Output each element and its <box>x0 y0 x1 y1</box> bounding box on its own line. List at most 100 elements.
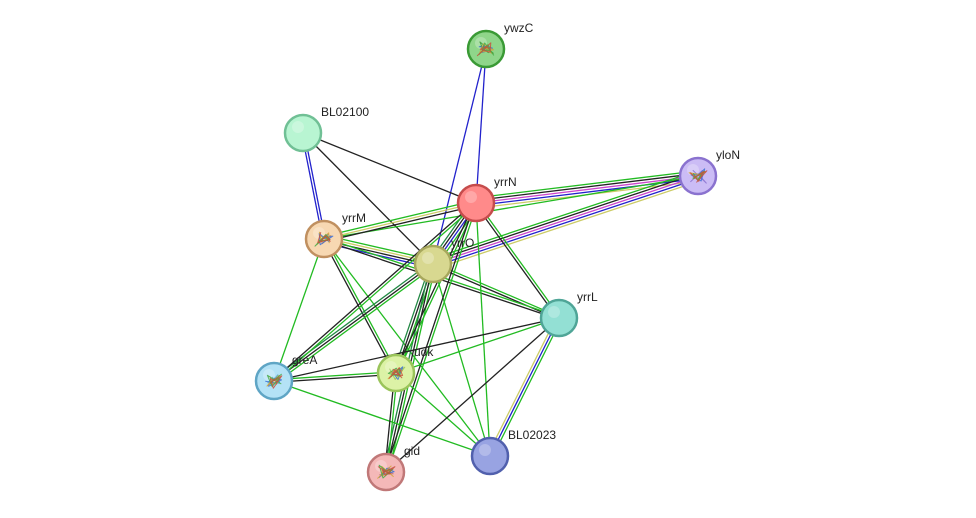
edge-line-coexpression <box>322 239 396 374</box>
nodes-layer: ywzC BL02100 yrrN yloN yrrM yrrO yrrL greA udk gi… <box>254 21 740 492</box>
node-label: gid <box>404 444 420 458</box>
edge-udk-BL02023[interactable] <box>395 372 491 457</box>
protein-structure-icon <box>377 464 396 479</box>
node-label: ywzC <box>504 21 534 35</box>
node-label: BL02100 <box>321 105 369 119</box>
edge-greA-BL02023[interactable] <box>273 380 491 457</box>
edge-yrrO-greA[interactable] <box>272 261 435 384</box>
edge-line-neighborhood <box>323 199 476 238</box>
node-label: udk <box>414 345 434 359</box>
edge-yrrL-BL02023[interactable] <box>487 316 562 458</box>
node-circle <box>283 113 323 153</box>
node-yrrN[interactable]: yrrN <box>456 175 517 223</box>
edge-yrrM-greA[interactable] <box>273 238 325 382</box>
edge-line-neighborhood <box>395 317 560 374</box>
edge-udk-yrrL[interactable] <box>395 317 560 374</box>
edge-line-coexpression <box>384 202 476 472</box>
edge-line-neighborhood <box>273 380 491 457</box>
edge-yrrN-greA[interactable] <box>272 201 478 383</box>
edge-line-coexpression <box>385 317 560 473</box>
edge-line-coexpression <box>272 201 476 381</box>
node-label: yrrL <box>577 290 598 304</box>
edge-line-coexpression <box>274 373 397 383</box>
edge-yrrN-yrrL[interactable] <box>474 201 561 320</box>
edge-line-neighborhood <box>273 371 396 381</box>
edge-line-coexpression <box>474 203 559 320</box>
protein-structure-icon <box>688 168 708 184</box>
node-highlight <box>465 191 477 203</box>
edge-line-neighborhood <box>491 318 562 458</box>
edge-line-coexpression <box>273 317 560 382</box>
edge-ywzC-yrrO[interactable] <box>432 48 487 265</box>
node-label: yrrN <box>494 175 517 189</box>
edge-BL02100-yrrO[interactable] <box>302 132 434 265</box>
edge-BL02100-yrrN[interactable] <box>302 132 477 204</box>
edge-line-databases <box>489 317 560 457</box>
node-BL02100[interactable]: BL02100 <box>283 105 369 153</box>
node-circle <box>304 219 344 259</box>
node-highlight <box>479 444 491 456</box>
edge-line-coexpression <box>394 202 476 373</box>
node-label: yloN <box>716 148 740 162</box>
node-BL02023[interactable]: BL02023 <box>470 428 556 476</box>
edge-gid-yrrL[interactable] <box>385 317 560 473</box>
edge-line-cooccurrence <box>272 261 432 380</box>
edge-line-neighborhood <box>431 170 697 260</box>
edge-line-neighborhood <box>275 265 435 384</box>
edge-line-coexpression <box>302 132 434 265</box>
edge-line-coexpression <box>431 172 698 263</box>
edge-line-neighborhood <box>475 170 698 199</box>
edge-line-databases <box>433 177 700 268</box>
node-yrrM[interactable]: yrrM <box>304 211 366 259</box>
edge-yrrO-BL02023[interactable] <box>432 263 491 457</box>
edge-line-neighborhood <box>274 203 478 383</box>
edge-yrrM-yrrN[interactable] <box>323 199 477 243</box>
node-label: greA <box>292 353 317 367</box>
protein-structure-icon <box>476 41 495 57</box>
node-highlight <box>292 121 304 133</box>
edge-line-neighborhood <box>323 175 699 240</box>
node-circle <box>456 183 496 223</box>
node-gid[interactable]: gid <box>366 444 420 492</box>
node-yrrO[interactable]: yrrO <box>413 236 474 284</box>
node-circle <box>539 298 579 338</box>
node-label: yrrM <box>342 211 366 225</box>
edge-line-neighborhood <box>476 201 561 318</box>
edge-yrrN-udk[interactable] <box>394 202 478 374</box>
node-yrrL[interactable]: yrrL <box>539 290 598 338</box>
edge-greA-udk[interactable] <box>273 371 397 383</box>
edge-line-experiments <box>432 175 699 265</box>
edge-line-neighborhood <box>432 263 491 457</box>
node-ywzC[interactable]: ywzC <box>466 21 534 69</box>
edge-line-databases <box>475 48 487 204</box>
edge-line-coexpression <box>302 132 477 204</box>
edge-line-databases <box>432 48 487 265</box>
edge-yrrM-yloN[interactable] <box>323 175 699 240</box>
node-highlight <box>422 252 434 264</box>
edge-line-neighborhood <box>396 203 478 374</box>
edge-line-coexpression <box>324 204 477 243</box>
edge-line-coexpression <box>273 263 434 382</box>
node-udk[interactable]: udk <box>376 345 434 393</box>
edge-line-textmining <box>487 316 558 456</box>
edge-ywzC-yrrN[interactable] <box>475 48 487 204</box>
edge-greA-yrrL[interactable] <box>273 317 560 382</box>
edge-yrrO-yloN[interactable] <box>431 170 700 270</box>
edge-line-neighborhood <box>273 238 325 382</box>
edge-line-neighborhood <box>395 372 491 457</box>
node-yloN[interactable]: yloN <box>678 148 740 196</box>
edge-line-experiments <box>475 175 699 204</box>
edge-yrrN-BL02023[interactable] <box>475 202 491 457</box>
edge-line-cooccurrence <box>392 262 432 373</box>
edge-line-coexpression <box>475 172 698 202</box>
node-label: yrrO <box>451 236 474 250</box>
edge-line-neighborhood <box>386 203 478 473</box>
node-greA[interactable]: greA <box>254 353 317 401</box>
edge-yrrN-gid[interactable] <box>384 202 478 473</box>
node-label: BL02023 <box>508 428 556 442</box>
node-circle <box>413 244 453 284</box>
node-circle <box>470 436 510 476</box>
protein-structure-icon <box>265 373 283 389</box>
protein-structure-icon <box>387 366 406 380</box>
